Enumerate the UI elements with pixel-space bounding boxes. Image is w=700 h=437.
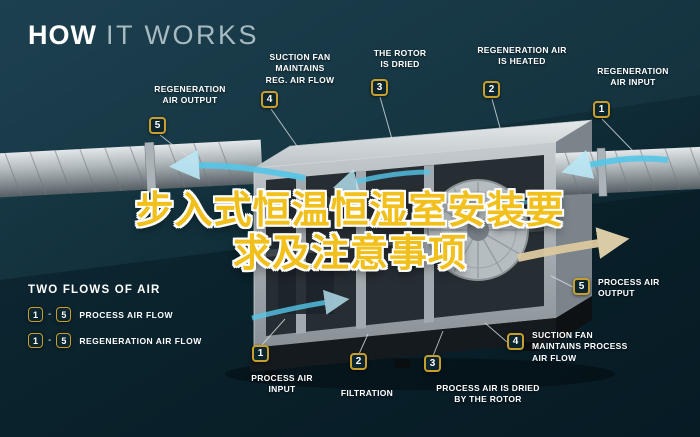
callout-label: FILTRATION (340, 388, 394, 398)
legend-badge-to: 5 (56, 307, 72, 322)
callout-label: THE ROTOR IS DRIED (373, 48, 427, 70)
callout-badge-5: 5 (573, 278, 590, 295)
callout-label: REGENERATION AIR INPUT (597, 66, 669, 88)
regeneration-inner-arrow (332, 169, 431, 194)
legend-row-process-air: 1 - 5 PROCESS AIR FLOW (28, 307, 202, 322)
page-title: HOW IT WORKS (28, 20, 259, 51)
callout-badge-4: 4 (261, 91, 278, 108)
legend-badge-from: 1 (28, 307, 43, 322)
legend-label: REGENERATION AIR FLOW (79, 335, 202, 346)
callout-label: SUCTION FAN MAINTAINS REG. AIR FLOW (265, 52, 335, 85)
machine-shadow (225, 358, 615, 390)
process-out-arrow (517, 227, 630, 262)
callout-label: REGENERATION AIR OUTPUT (154, 84, 226, 106)
regeneration-in-arrow (561, 149, 669, 179)
callout-badge-3: 3 (371, 79, 388, 96)
leader-lines (159, 96, 634, 357)
legend-dash: - (48, 335, 52, 346)
callout-badge-1: 1 (593, 101, 610, 118)
callout-label: PROCESS AIR IS DRIED BY THE ROTOR (436, 383, 540, 405)
legend-row-regeneration-air: 1 - 5 REGENERATION AIR FLOW (28, 333, 202, 348)
callout-badge-2: 2 (350, 353, 367, 370)
legend: TWO FLOWS OF AIR 1 - 5 PROCESS AIR FLOW … (28, 284, 202, 348)
fan (302, 190, 334, 222)
callout-badge-3: 3 (424, 355, 441, 372)
rotor-arrow (484, 194, 545, 220)
legend-dash: - (48, 309, 52, 320)
callout-label: PROCESS AIR INPUT (251, 373, 313, 395)
callout-badge-4: 4 (507, 333, 524, 350)
overlay-headline-line2: 求及注意事项 (232, 231, 467, 275)
callout-label: REGENERATION AIR IS HEATED (477, 45, 567, 67)
machine-base (250, 318, 556, 372)
callout-label: SUCTION FAN MAINTAINS PROCESS AIR FLOW (532, 330, 628, 363)
legend-label: PROCESS AIR FLOW (79, 309, 173, 320)
legend-badge-from: 1 (28, 333, 43, 348)
right-duct (555, 146, 700, 197)
title-it-works: IT WORKS (105, 20, 259, 50)
airflow-arrows (169, 149, 669, 321)
machine-body (250, 119, 593, 380)
callout-badge-1: 1 (252, 345, 269, 362)
callout-badge-2: 2 (483, 81, 500, 98)
legend-heading: TWO FLOWS OF AIR (28, 284, 161, 296)
callout-label: PROCESS AIR OUTPUT (598, 277, 660, 299)
legend-badge-to: 5 (56, 333, 72, 348)
process-in-arrow (251, 289, 350, 321)
callout-badge-5: 5 (149, 117, 166, 134)
regeneration-out-arrow (169, 149, 306, 181)
title-how: HOW (28, 20, 97, 50)
